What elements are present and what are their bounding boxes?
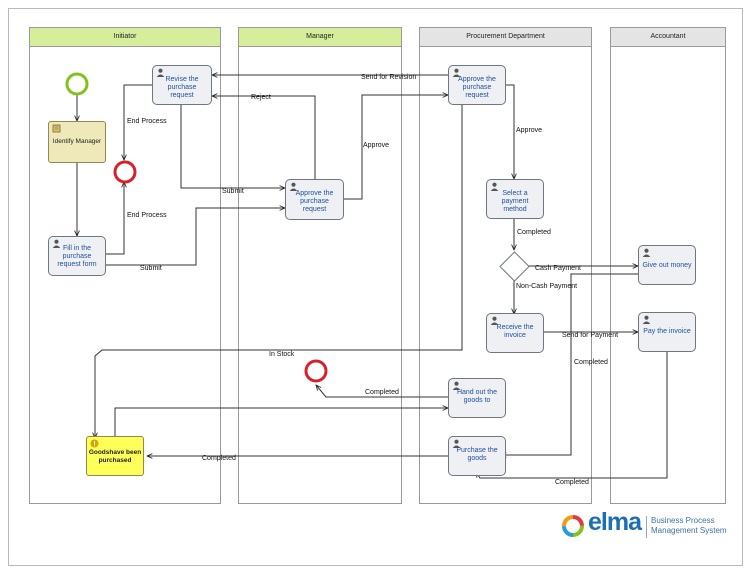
task-purchase-goods[interactable]: Purchase the goods bbox=[448, 436, 506, 476]
elma-tagline-2: Management System bbox=[651, 526, 727, 535]
lane-header-initiator: Initiator bbox=[30, 28, 220, 47]
approve-manager-label: Approve the purchase request bbox=[295, 190, 334, 213]
user-icon bbox=[52, 239, 61, 248]
label-submit-1: Submit bbox=[222, 188, 244, 195]
label-end-process-1: End Process bbox=[127, 118, 167, 125]
lane-manager: Manager bbox=[238, 27, 402, 504]
select-payment-label: Select a payment method bbox=[501, 190, 529, 213]
warning-icon bbox=[90, 439, 99, 448]
task-pay-invoice[interactable]: Pay the invoice bbox=[638, 312, 696, 352]
purchase-goods-label: Purchase the goods bbox=[456, 447, 498, 462]
lane-header-procurement: Procurement Department bbox=[420, 28, 591, 47]
task-receive-invoice[interactable]: Receive the invoice bbox=[486, 313, 544, 353]
flow-approve-manager-to-procurement bbox=[344, 95, 448, 200]
flow-hand-out-completed bbox=[316, 385, 448, 398]
label-in-stock: In Stock bbox=[269, 351, 295, 358]
elma-brand: elma bbox=[588, 508, 642, 536]
flow-fill-submit bbox=[106, 208, 285, 266]
label-send-for-revision: Send for Revision bbox=[361, 74, 417, 81]
identify-manager-label: Identify Manager bbox=[52, 138, 102, 145]
task-give-out-money[interactable]: Give out money bbox=[638, 245, 696, 285]
task-approve-procurement[interactable]: Approve the purchase request bbox=[448, 65, 506, 105]
label-approve-1: Approve bbox=[363, 142, 390, 149]
flow-goods-to-hand-out bbox=[114, 408, 448, 436]
lane-header-manager: Manager bbox=[239, 28, 401, 47]
label-end-process-2: End Process bbox=[127, 212, 167, 219]
label-completed-pay: Completed bbox=[555, 479, 589, 486]
flow-fill-end-process bbox=[106, 182, 124, 255]
user-icon bbox=[642, 248, 651, 257]
task-revise-request[interactable]: Revise the purchase request bbox=[152, 65, 212, 105]
user-icon bbox=[490, 182, 499, 191]
user-icon bbox=[452, 439, 461, 448]
hand-out-label: Hand out the goods to bbox=[456, 389, 498, 404]
flow-revise-end-process bbox=[124, 84, 153, 160]
label-completed-select: Completed bbox=[517, 229, 551, 236]
revise-label: Revise the purchase request bbox=[165, 76, 199, 99]
task-approve-manager[interactable]: Approve the purchase request bbox=[285, 179, 344, 220]
elma-logo-icon bbox=[562, 515, 584, 537]
user-icon bbox=[289, 182, 298, 191]
user-icon bbox=[642, 315, 651, 324]
task-fill-in-request[interactable]: Fill in the purchase request form bbox=[48, 236, 106, 276]
receive-invoice-label: Receive the invoice bbox=[496, 324, 534, 339]
task-hand-out-goods[interactable]: Hand out the goods to bbox=[448, 378, 506, 418]
approve-procurement-label: Approve the purchase request bbox=[458, 76, 496, 99]
label-completed-hand: Completed bbox=[365, 389, 399, 396]
end-event-initiator bbox=[113, 160, 137, 184]
logo-divider bbox=[646, 516, 647, 538]
flow-revise-submit bbox=[180, 104, 285, 188]
script-icon bbox=[52, 124, 61, 133]
start-event bbox=[65, 72, 89, 96]
give-out-money-label: Give out money bbox=[642, 262, 692, 269]
goods-purchased-label: Goodshave been purchased bbox=[88, 449, 142, 464]
fill-in-label: Fill in the purchase request form bbox=[57, 245, 97, 268]
task-goods-purchased[interactable]: Goodshave been purchased bbox=[86, 436, 144, 476]
payment-gateway bbox=[499, 251, 530, 282]
pay-invoice-label: Pay the invoice bbox=[643, 328, 691, 335]
label-reject: Reject bbox=[251, 94, 271, 101]
user-icon bbox=[490, 316, 499, 325]
end-event-manager bbox=[304, 359, 328, 383]
lane-header-accountant: Accountant bbox=[611, 28, 725, 47]
user-icon bbox=[452, 68, 461, 77]
user-icon bbox=[452, 381, 461, 390]
flow-procurement-in-stock bbox=[95, 104, 463, 438]
label-completed-purchase: Completed bbox=[202, 455, 236, 462]
task-select-payment[interactable]: Select a payment method bbox=[486, 179, 544, 219]
label-submit-2: Submit bbox=[140, 265, 162, 272]
label-cash-payment: Cash Payment bbox=[535, 265, 581, 272]
flow-approve-manager-reject bbox=[212, 96, 316, 180]
elma-tagline-1: Business Process bbox=[651, 516, 715, 525]
flow-give-money-completed bbox=[501, 273, 638, 455]
user-icon bbox=[156, 68, 165, 77]
label-send-for-payment: Send for Payment bbox=[562, 332, 619, 339]
task-identify-manager[interactable]: Identify Manager bbox=[48, 121, 106, 163]
label-approve-2: Approve bbox=[516, 127, 543, 134]
label-non-cash-payment: Non-Cash Payment bbox=[516, 283, 578, 290]
flow-procurement-approve bbox=[505, 84, 514, 179]
label-completed-give: Completed bbox=[574, 359, 608, 366]
